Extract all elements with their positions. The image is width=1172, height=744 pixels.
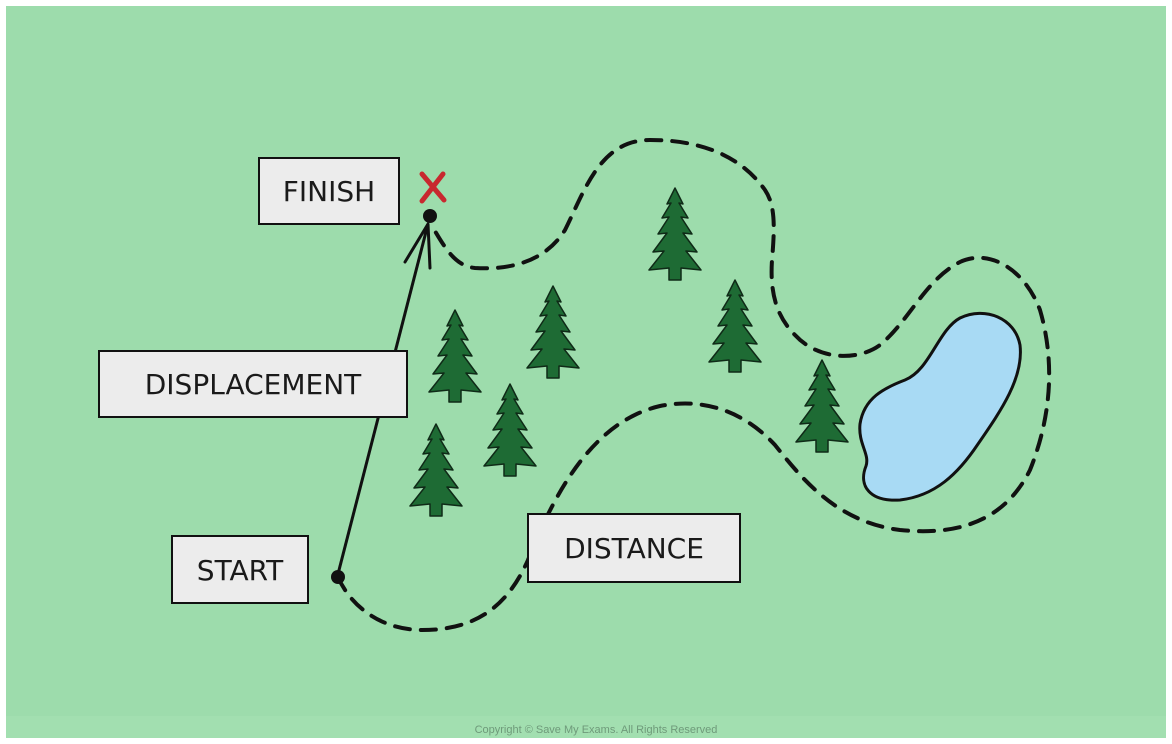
start-point (331, 570, 345, 584)
displacement-label-box: DISPLACEMENT (99, 351, 407, 417)
finish-label-box: FINISH (259, 158, 399, 224)
start-label: START (197, 554, 284, 587)
displacement-label: DISPLACEMENT (145, 368, 362, 401)
finish-point (423, 209, 437, 223)
finish-label: FINISH (283, 175, 375, 208)
distance-label-box: DISTANCE (528, 514, 740, 582)
start-label-box: START (172, 536, 308, 603)
distance-label: DISTANCE (564, 532, 704, 565)
copyright-text: Copyright © Save My Exams. All Rights Re… (475, 724, 718, 736)
